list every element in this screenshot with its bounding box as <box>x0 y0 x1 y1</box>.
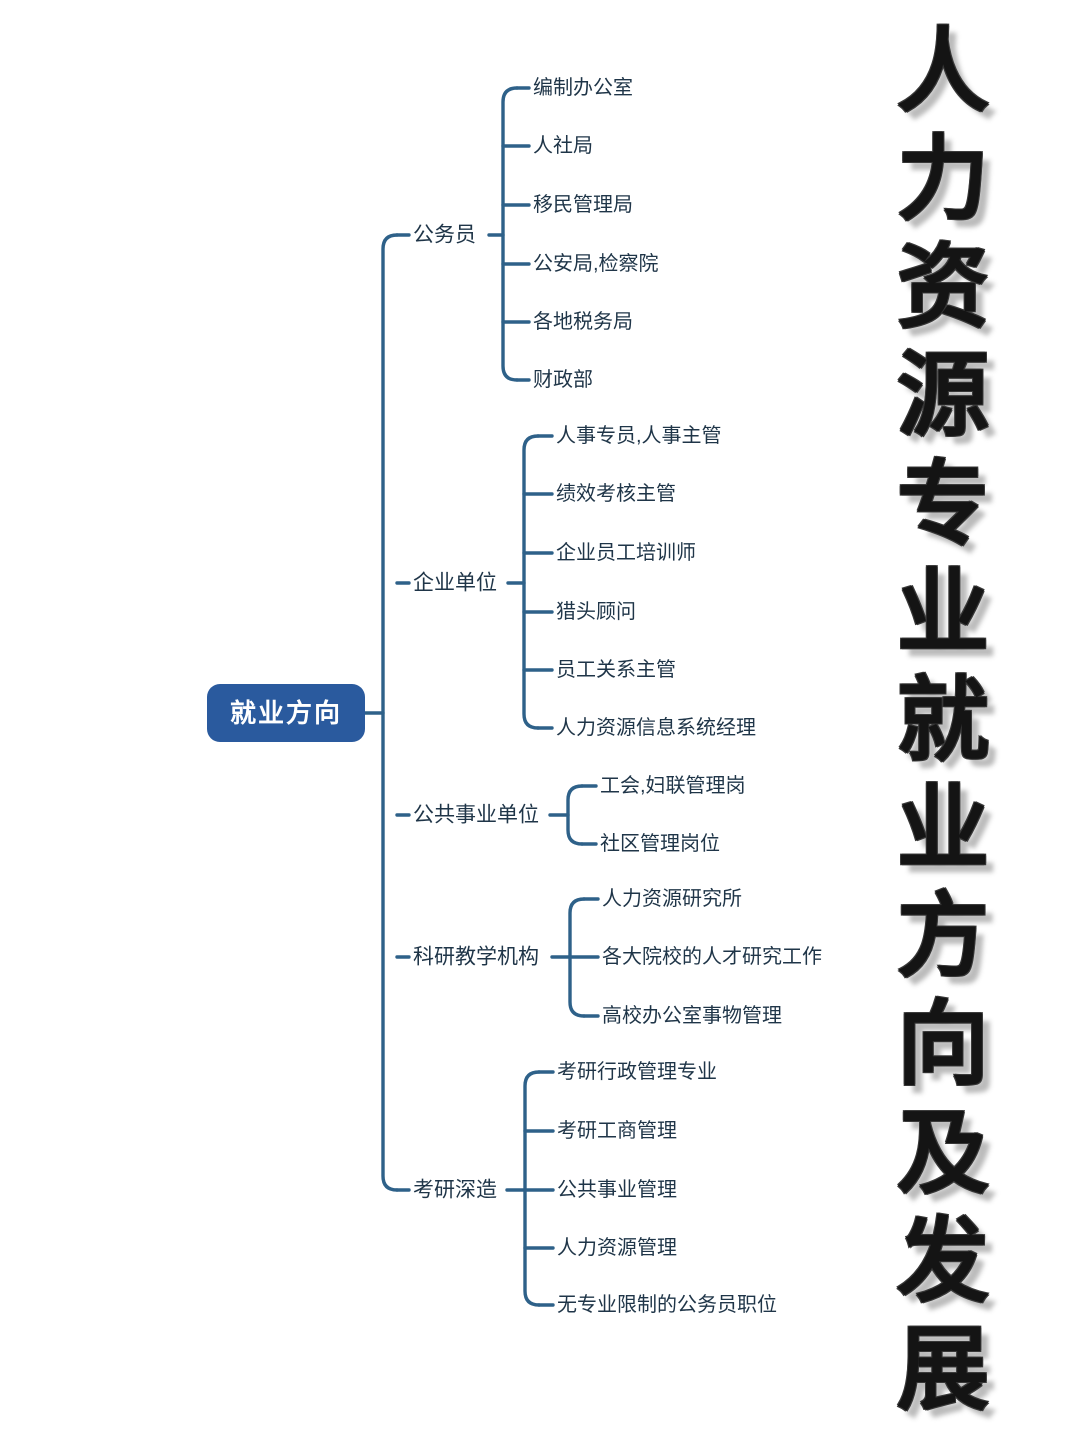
root-node[interactable]: 就业方向 <box>207 684 365 742</box>
leaf-label[interactable]: 工会,妇联管理岗 <box>600 775 746 797</box>
title-char: 资 <box>893 234 992 342</box>
root-node-label: 就业方向 <box>229 698 342 728</box>
leaf-label[interactable]: 企业员工培训师 <box>556 542 696 564</box>
leaf-label[interactable]: 社区管理岗位 <box>600 833 720 855</box>
branch-label-research-education[interactable]: 科研教学机构 <box>413 945 539 969</box>
leaf-label[interactable]: 各地税务局 <box>533 311 633 333</box>
leaf-label[interactable]: 移民管理局 <box>533 194 633 216</box>
leaf-label[interactable]: 考研行政管理专业 <box>557 1061 717 1083</box>
leaf-label[interactable]: 猎头顾问 <box>556 601 636 623</box>
vertical-title: 人 力 资 源 专 业 就 业 方 向 及 发 展 <box>868 18 1018 1423</box>
title-char: 业 <box>893 775 992 883</box>
leaf-label[interactable]: 人事专员,人事主管 <box>556 425 722 447</box>
leaf-label[interactable]: 财政部 <box>533 369 593 391</box>
title-char: 就 <box>893 666 992 774</box>
branch-label-postgraduate-study[interactable]: 考研深造 <box>413 1178 497 1202</box>
b4-rail <box>568 897 586 1018</box>
leaf-label[interactable]: 人力资源研究所 <box>602 888 742 910</box>
b1-rail <box>501 86 519 382</box>
title-char: 及 <box>893 1099 992 1207</box>
leaf-label[interactable]: 人力资源信息系统经理 <box>556 717 756 739</box>
b3-rail <box>566 784 584 846</box>
branch-label-public-institution[interactable]: 公共事业单位 <box>413 803 539 827</box>
title-char: 源 <box>893 342 992 450</box>
leaf-label[interactable]: 公共事业管理 <box>557 1179 677 1201</box>
leaf-label[interactable]: 无专业限制的公务员职位 <box>557 1294 777 1316</box>
leaf-label[interactable]: 绩效考核主管 <box>556 483 676 505</box>
spine <box>381 233 399 1192</box>
leaf-label[interactable]: 编制办公室 <box>533 77 633 99</box>
b2-rail <box>522 434 540 730</box>
leaf-label[interactable]: 人社局 <box>533 135 593 157</box>
branch-label-civil-service[interactable]: 公务员 <box>413 223 476 247</box>
title-char: 展 <box>893 1315 992 1423</box>
title-char: 人 <box>893 18 992 125</box>
title-char: 专 <box>893 450 992 558</box>
leaf-label[interactable]: 考研工商管理 <box>557 1120 677 1142</box>
leaf-label[interactable]: 员工关系主管 <box>556 659 676 681</box>
title-char: 方 <box>893 883 992 991</box>
title-char: 发 <box>893 1207 992 1315</box>
b5-rail <box>523 1070 541 1307</box>
title-char: 力 <box>893 126 992 234</box>
branch-label-enterprise[interactable]: 企业单位 <box>413 571 497 595</box>
title-char: 业 <box>893 558 992 666</box>
title-char: 向 <box>893 991 992 1099</box>
leaf-label[interactable]: 高校办公室事物管理 <box>602 1005 782 1027</box>
leaf-label[interactable]: 公安局,检察院 <box>533 253 659 275</box>
leaf-label[interactable]: 各大院校的人才研究工作 <box>602 946 822 968</box>
leaf-label[interactable]: 人力资源管理 <box>557 1237 677 1259</box>
